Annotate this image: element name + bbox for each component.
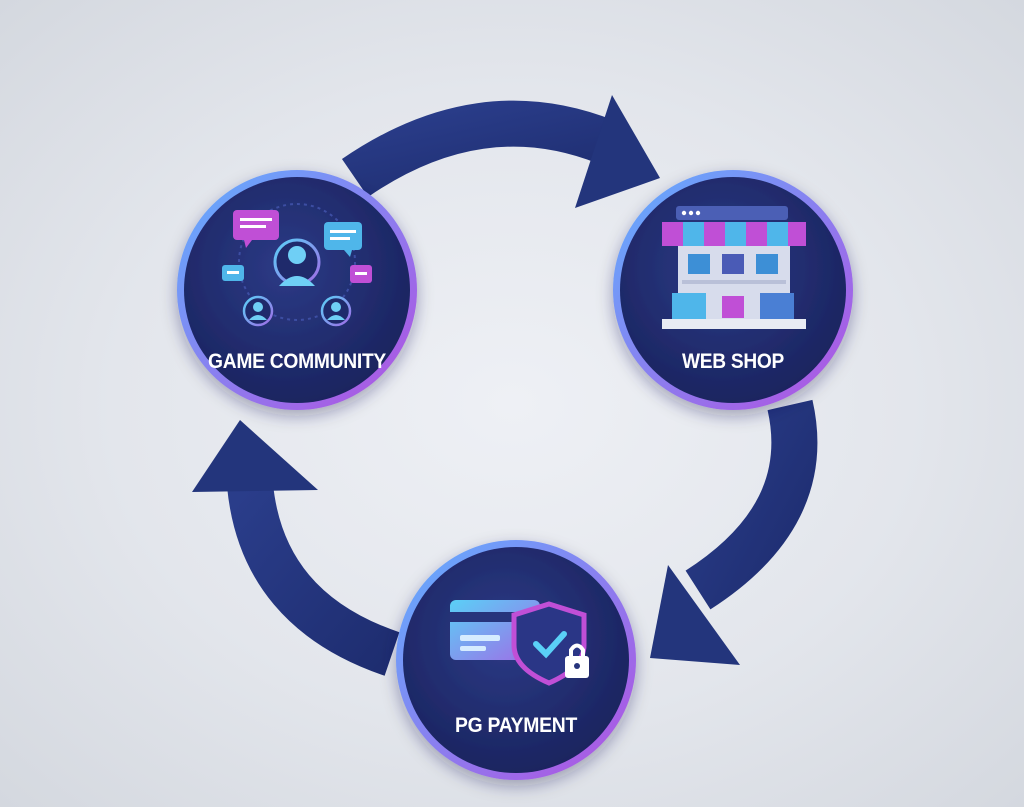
arrow-shop-to-payment [650,399,818,665]
node-label-pg-payment: PG PAYMENT [455,714,577,737]
shop-icon [662,206,806,329]
node-label-web-shop: WEB SHOP [682,350,784,373]
node-label-game-community: GAME COMMUNITY [208,350,386,373]
arrow-payment-to-community [192,420,400,676]
arrow-community-to-shop [341,95,660,208]
card-shield-lock-icon [450,600,589,686]
community-icon [222,203,372,327]
node-game-community [177,170,417,410]
